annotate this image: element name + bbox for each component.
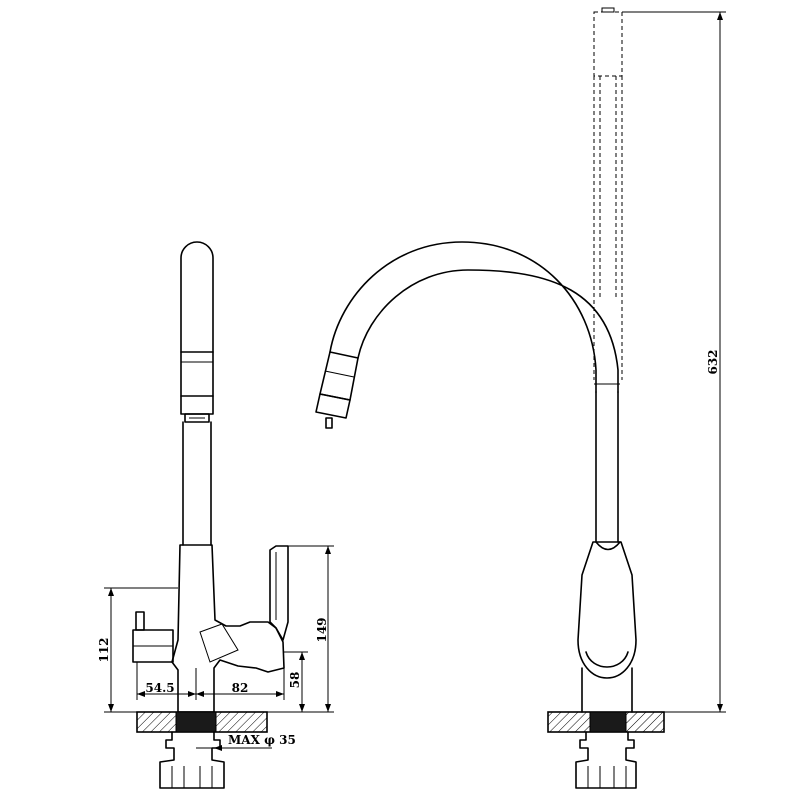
side-aerator <box>180 395 214 415</box>
side-body <box>171 544 285 713</box>
side-lever-handle <box>269 545 289 641</box>
dim-632-label: 632 <box>706 349 720 374</box>
side-spout-flex-section <box>180 351 214 397</box>
front-mount-shank <box>575 731 637 789</box>
front-nozzle-flex <box>319 351 359 401</box>
front-spout-extended-outline <box>593 11 623 77</box>
dim-82-label: 82 <box>232 681 249 695</box>
side-mount-shank <box>159 731 225 789</box>
dim-54-5-label: 54.5 <box>145 681 174 695</box>
dim-58-label: 58 <box>288 672 302 689</box>
dim-112-label: 112 <box>97 637 111 662</box>
dim-149-label: 149 <box>315 617 329 642</box>
side-spout-top <box>180 241 214 353</box>
front-body <box>577 541 637 679</box>
dim-hole-max-label: MAX φ 35 <box>228 733 296 747</box>
side-view <box>132 241 289 789</box>
front-gooseneck-spout <box>329 241 619 393</box>
front-dimensions: 632 <box>622 11 726 713</box>
side-dimensions: 112 149 58 54.5 82 MAX φ 35 <box>97 545 334 751</box>
front-view <box>315 7 665 789</box>
